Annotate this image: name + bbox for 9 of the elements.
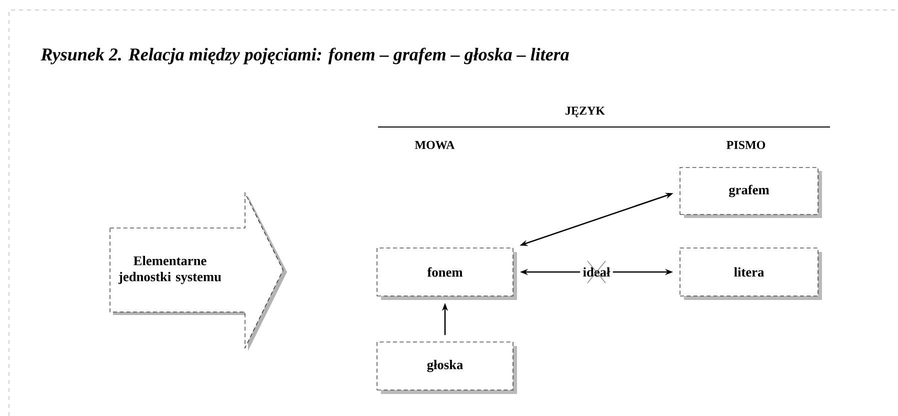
header-label: PISMO [726, 140, 766, 150]
header-label: MOWA [414, 140, 455, 150]
concept-box: głoska [376, 342, 517, 394]
header-label: JĘZYK [566, 106, 605, 118]
title: Rysunek 2. Relacja między pojęciami: fonem – grafem – głoska – litera [40, 48, 569, 64]
concept-box: grafem [680, 167, 822, 218]
concept-box: fonem [376, 248, 517, 300]
edge-label: ideał [580, 264, 613, 280]
concept-box: litera [680, 248, 822, 300]
